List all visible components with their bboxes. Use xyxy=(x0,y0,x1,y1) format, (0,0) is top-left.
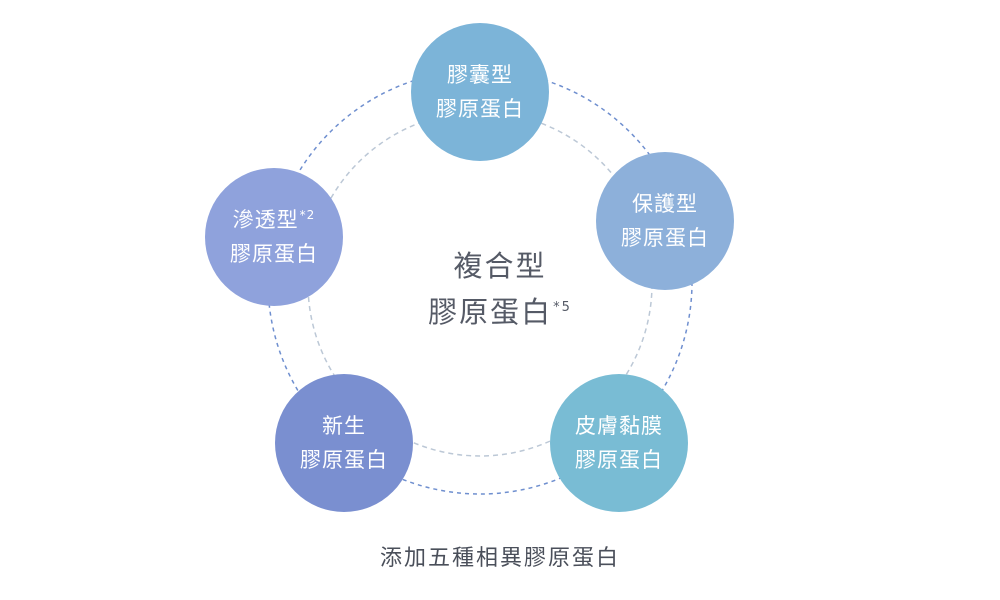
node-label-line1: 皮膚黏膜 xyxy=(575,414,663,438)
node-label-line1: 新生 xyxy=(322,414,366,438)
node-label-line2: 膠原蛋白 xyxy=(230,242,318,266)
center-label-line2: 膠原蛋白*5 xyxy=(428,295,572,329)
node-label-line2: 膠原蛋白 xyxy=(621,226,709,250)
node-label-line1: 保護型 xyxy=(632,192,698,216)
node-new-collagen: 新生 膠原蛋白 xyxy=(275,374,413,512)
center-label: 複合型 膠原蛋白*5 xyxy=(380,243,620,335)
node-protective-collagen: 保護型 膠原蛋白 xyxy=(596,152,734,290)
node-label-line2: 膠原蛋白 xyxy=(300,448,388,472)
diagram-caption: 添加五種相異膠原蛋白 xyxy=(379,546,620,571)
node-skin-mucosa-collagen: 皮膚黏膜 膠原蛋白 xyxy=(550,374,688,512)
node-label-line2: 膠原蛋白 xyxy=(575,448,663,472)
center-label-line1: 複合型 xyxy=(453,249,547,283)
node-penetrating-collagen: 滲透型*2 膠原蛋白 xyxy=(205,168,343,306)
node-note: *2 xyxy=(299,208,316,222)
node-label-line1: 滲透型*2 xyxy=(232,208,316,232)
node-capsule-collagen: 膠囊型 膠原蛋白 xyxy=(411,23,549,161)
node-label-line2: 膠原蛋白 xyxy=(436,97,524,121)
node-label-line1: 膠囊型 xyxy=(447,63,513,87)
center-note: *5 xyxy=(553,300,572,316)
